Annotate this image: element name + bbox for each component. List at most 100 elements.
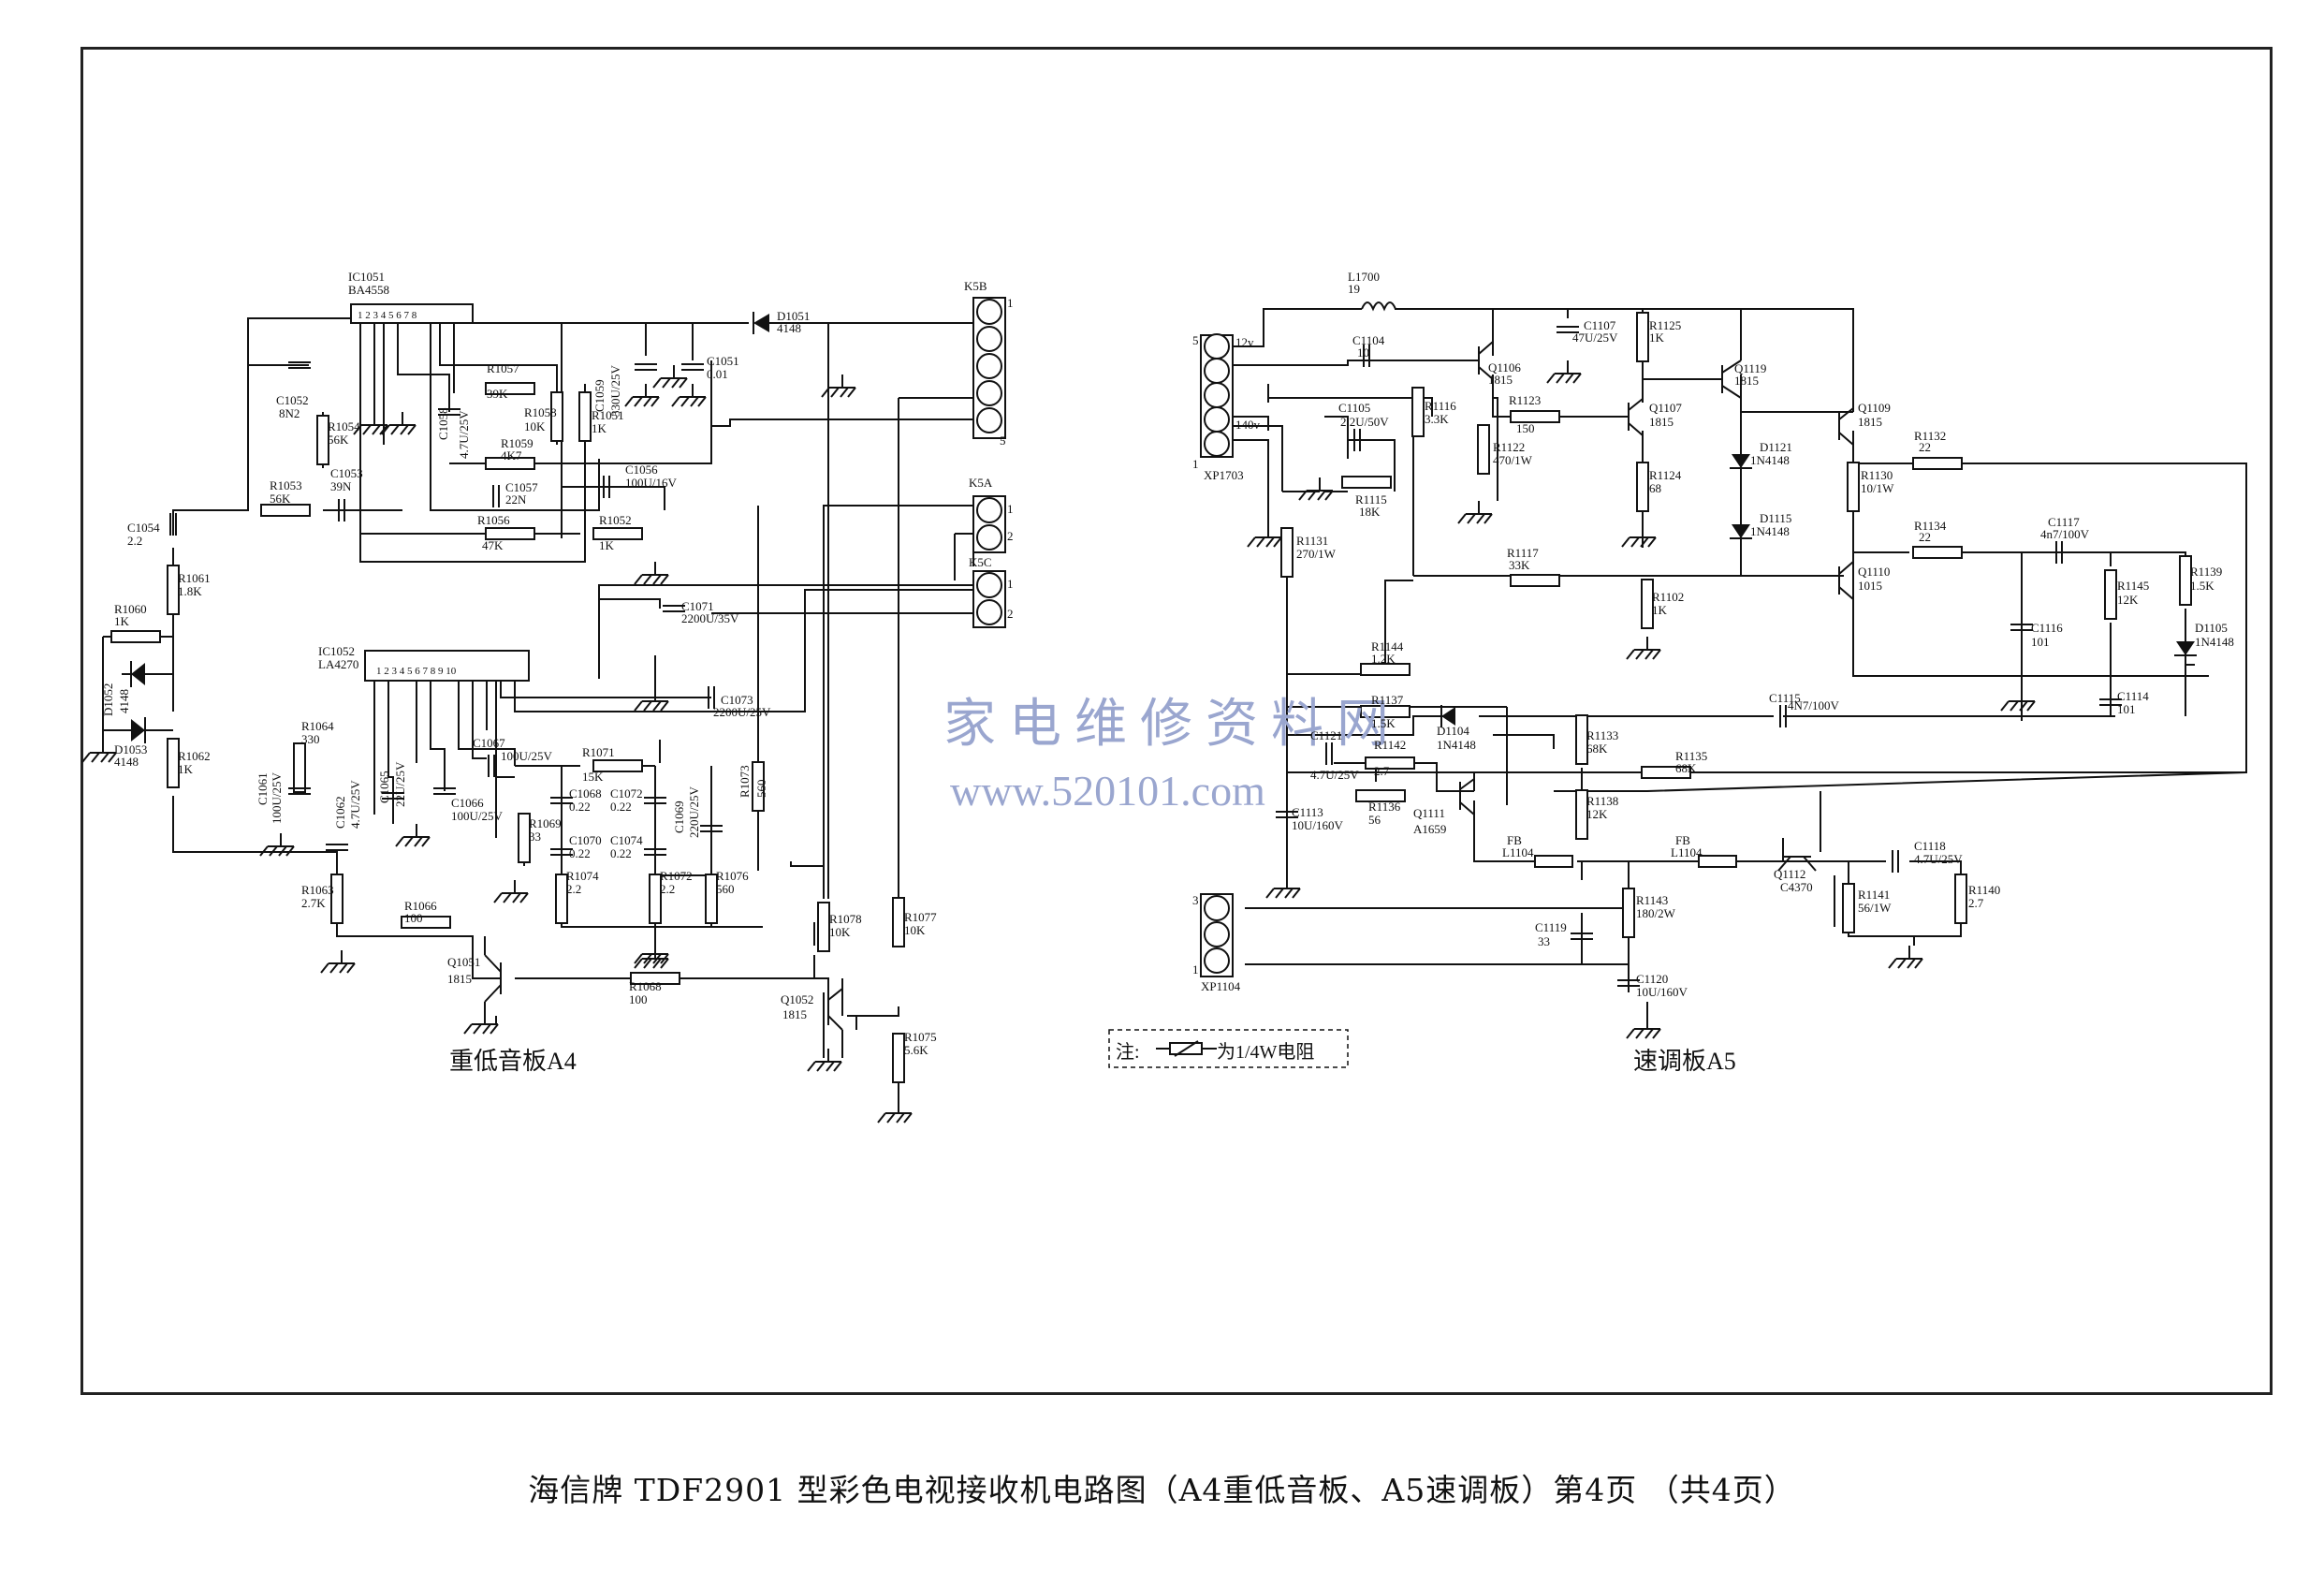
lbl-r1132: R1132 — [1914, 429, 1946, 443]
lbl-ic2pins: 1 2 3 4 5 6 7 8 9 10 — [376, 666, 457, 677]
lbl-c1056: C1056 — [625, 463, 658, 477]
lbl-pin5b: 5 — [1192, 333, 1199, 347]
lbl-r1058v: 10K — [524, 419, 546, 433]
lbl-c1061: C1061 — [256, 772, 270, 805]
lbl-c1071: C1071 — [681, 599, 714, 613]
connector-k5c — [972, 570, 1006, 628]
lbl-r1064: R1064 — [301, 719, 334, 733]
connector-k5b — [972, 297, 1006, 439]
lbl-r1062v: 1K — [178, 762, 194, 776]
lbl-c1059: C1059 — [592, 379, 607, 412]
lbl-r1124: R1124 — [1649, 468, 1682, 482]
lbl-c1057v: 22N — [505, 492, 527, 507]
labels: 家电维修资料网 www.520101.com 重低音板A4 速调板A5 注: 为… — [101, 270, 2234, 1075]
lbl-r1053v: 56K — [270, 492, 291, 506]
lbl-r1102: R1102 — [1652, 590, 1684, 604]
lbl-d1052v: 4148 — [117, 689, 131, 713]
lbl-r1130v: 10/1W — [1861, 481, 1894, 495]
lbl-r1115: R1115 — [1355, 492, 1387, 507]
lbl-c1115: C1115 — [1769, 691, 1801, 705]
lbl-c1118v: 4.7U/25V — [1914, 852, 1963, 866]
transistor-q1112 — [1777, 856, 1817, 872]
lbl-c1058: C1058 — [436, 407, 450, 440]
lbl-r1135: R1135 — [1675, 749, 1707, 763]
lbl-r1069: R1069 — [529, 816, 562, 830]
lbl-c1119v: 33 — [1538, 934, 1550, 948]
lbl-r1145v: 12K — [2117, 593, 2139, 607]
lbl-c1052v: 8N2 — [279, 406, 300, 420]
lbl-r1139: R1139 — [2190, 565, 2222, 579]
lbl-r1073v: 560 — [754, 780, 768, 799]
lbl-d1053: D1053 — [114, 742, 147, 756]
lbl-r1066v: 100 — [404, 911, 423, 925]
diode-d1051 — [753, 314, 769, 332]
lbl-pin2b: 2 — [1007, 607, 1014, 621]
lbl-r1073: R1073 — [738, 765, 752, 798]
lbl-pin1: 1 — [1007, 296, 1014, 310]
lbl-d1105: D1105 — [2195, 621, 2228, 635]
lbl-r1062: R1062 — [178, 749, 211, 763]
lbl-c1054: C1054 — [127, 521, 160, 535]
lbl-c1120: C1120 — [1636, 972, 1668, 986]
lbl-pin2: 2 — [1007, 529, 1014, 543]
lbl-r1144v: 1.2K — [1371, 652, 1396, 666]
lbl-d1115: D1115 — [1760, 511, 1791, 525]
lbl-q1051: Q1051 — [447, 955, 480, 969]
lbl-r1071: R1071 — [582, 745, 615, 759]
lbl-r1117v: 33K — [1509, 558, 1530, 572]
lbl-r1133v: 68K — [1586, 742, 1608, 756]
lbl-q1110v: 1015 — [1858, 579, 1882, 593]
lbl-r1077: R1077 — [904, 910, 937, 924]
lbl-c1107v: 47U/25V — [1572, 330, 1618, 345]
ic1052-body — [364, 650, 530, 682]
lbl-ba4558: BA4558 — [348, 283, 389, 297]
lbl-r1143v: 180/2W — [1636, 906, 1676, 920]
lbl-r1072: R1072 — [660, 869, 693, 883]
lbl-q1052: Q1052 — [781, 992, 813, 1006]
lbl-d1052: D1052 — [101, 683, 115, 716]
lbl-r1134v: 22 — [1919, 530, 1931, 544]
lbl-c1067v: 100U/25V — [501, 749, 553, 763]
lbl-r1068v: 100 — [629, 992, 648, 1006]
lbl-r1074v: 2.2 — [566, 882, 581, 896]
lbl-q1112v: C4370 — [1780, 880, 1813, 894]
lbl-r1075: R1075 — [904, 1030, 937, 1044]
lbl-c1058v: 4.7U/25V — [457, 410, 471, 459]
lbl-l1104b: L1104 — [1671, 845, 1703, 859]
lbl-c1069: C1069 — [672, 800, 686, 833]
lbl-c1105v: 2.2U/50V — [1340, 415, 1389, 429]
lbl-140v: 140v — [1235, 418, 1261, 432]
lbl-r1074: R1074 — [566, 869, 599, 883]
watermark-url: www.520101.com — [950, 767, 1265, 815]
lbl-r1054v: 56K — [328, 433, 349, 447]
lbl-c1116v: 101 — [2031, 635, 2050, 649]
lbl-c1072v: 0.22 — [610, 800, 632, 814]
lbl-r1136: R1136 — [1368, 800, 1401, 814]
lbl-q1111v: A1659 — [1413, 822, 1446, 836]
lbl-r1139v: 1.5K — [2190, 579, 2214, 593]
lbl-r1144: R1144 — [1371, 639, 1404, 653]
lbl-c1068v: 0.22 — [569, 800, 591, 814]
lbl-c1071v: 2200U/35V — [681, 611, 739, 625]
lbl-q1106: Q1106 — [1488, 360, 1521, 374]
lbl-c1054v: 2.2 — [127, 534, 142, 548]
lbl-k5c: K5C — [969, 555, 992, 569]
connector-xp1104 — [1200, 893, 1234, 977]
ic1051-body — [350, 303, 474, 324]
lbl-c1053: C1053 — [330, 466, 363, 480]
lbl-d1051: D1051 — [777, 309, 810, 323]
lbl-r1122: R1122 — [1493, 440, 1525, 454]
lbl-r1072v: 2.2 — [660, 882, 675, 896]
transistor-q1109 — [1838, 407, 1854, 446]
lbl-c1061v: 100U/25V — [270, 772, 284, 825]
lbl-fb2: FB — [1675, 833, 1690, 847]
lbl-r1140v: 2.7 — [1968, 896, 1984, 910]
connector-xp1703 — [1200, 333, 1234, 458]
lbl-r1051v: 1K — [592, 421, 607, 435]
lbl-pin3: 3 — [1192, 893, 1199, 907]
lbl-c1057: C1057 — [505, 480, 538, 494]
lbl-r1116v: 3.3K — [1425, 412, 1449, 426]
lbl-r1053: R1053 — [270, 478, 302, 492]
lbl-pin1e: 1 — [1192, 962, 1199, 977]
note-text: 为1/4W电阻 — [1217, 1041, 1314, 1063]
